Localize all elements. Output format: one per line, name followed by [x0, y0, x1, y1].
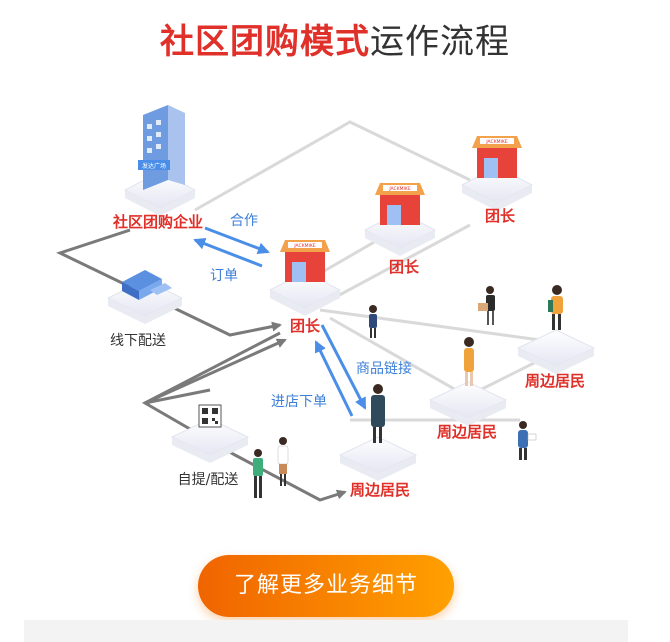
node-labels-dark: 线下配送 自提/配送	[110, 333, 238, 488]
qr-code-icon	[198, 404, 222, 428]
leader-mid-label: 团长	[389, 258, 420, 276]
order-label: 订单	[210, 268, 238, 284]
cooperation-arrow	[204, 226, 270, 255]
person-icon	[277, 437, 289, 486]
building-sign-plate	[138, 160, 170, 170]
person-icon	[371, 384, 385, 443]
store-order-arrow	[314, 340, 354, 417]
edge-labels: 合作 订单 商品链接 进店下单	[210, 213, 412, 410]
store-sign-center: JACKMIKE	[293, 243, 316, 249]
product-link-arrow	[320, 324, 367, 410]
store-icon-center: JACKMIKE	[280, 240, 330, 282]
bottom-strip	[24, 620, 628, 642]
enterprise-label: 社区团购企业	[112, 213, 203, 231]
person-icon	[464, 337, 474, 386]
leader-top-label: 团长	[485, 207, 516, 225]
page-title: 社区团购模式运作流程	[0, 14, 670, 63]
pickup-delivery-label: 自提/配送	[178, 472, 239, 488]
truck-icon	[122, 270, 172, 300]
blue-arrows	[193, 226, 367, 417]
person-icon	[369, 305, 377, 338]
residents-bottom-label: 周边居民	[350, 481, 410, 499]
store-sign-top: JACKMIKE	[485, 139, 508, 145]
person-icon	[518, 421, 537, 460]
learn-more-button[interactable]: 了解更多业务细节	[198, 555, 454, 617]
product-link-label: 商品链接	[356, 360, 412, 377]
store-icon-mid: JACKMIKE	[375, 183, 425, 225]
store-icon-top: JACKMIKE	[472, 136, 522, 178]
cooperation-label: 合作	[230, 213, 258, 229]
title-highlight: 社区团购模式	[160, 22, 370, 62]
store-sign-mid: JACKMIKE	[388, 186, 411, 192]
order-arrow	[193, 238, 263, 268]
leader-center-label: 团长	[290, 317, 321, 335]
building-icon: 发达广场	[138, 105, 185, 190]
pickup-to-leader-arrow	[144, 338, 287, 405]
resident-figures	[253, 285, 563, 498]
node-labels: 社区团购企业 团长 团长 团长 周边居民 周边居民 周边居民	[112, 207, 585, 499]
residents-right-label: 周边居民	[525, 372, 585, 390]
person-icon	[548, 285, 563, 330]
person-icon	[253, 449, 263, 498]
building-sign: 发达广场	[142, 162, 166, 170]
person-icon	[478, 286, 495, 325]
title-rest: 运作流程	[370, 22, 510, 62]
store-order-label: 进店下单	[271, 394, 327, 410]
offline-delivery-label: 线下配送	[110, 333, 166, 349]
residents-mid-label: 周边居民	[437, 423, 497, 441]
